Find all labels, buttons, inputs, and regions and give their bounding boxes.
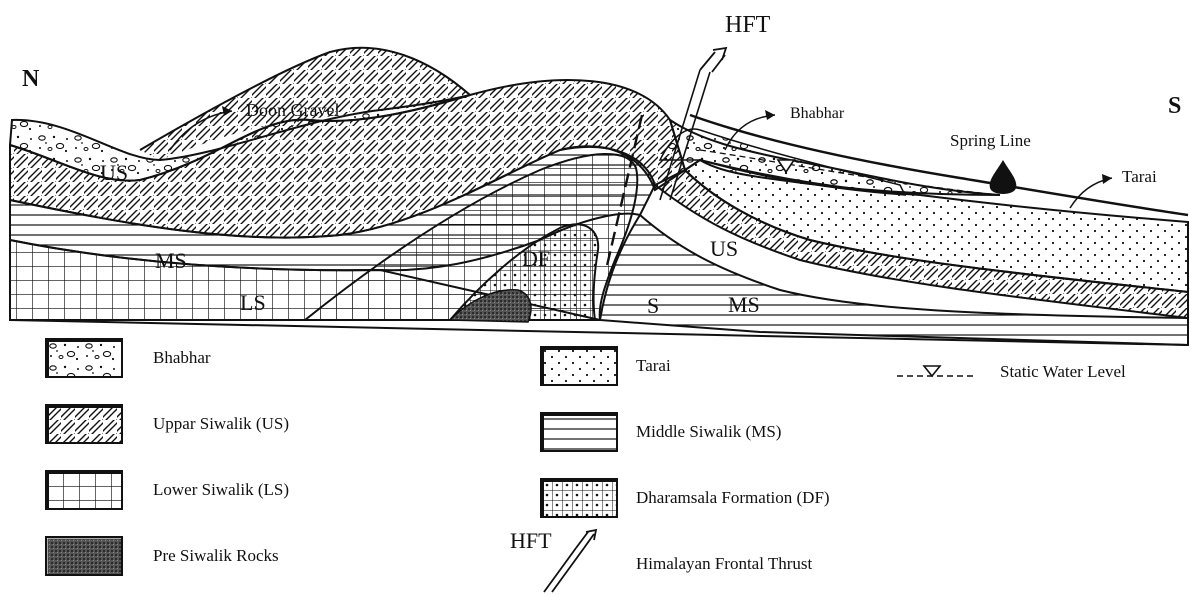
spring-line-label: Spring Line <box>950 131 1031 150</box>
hft-arrow-icon <box>700 48 726 72</box>
static-water-level-symbol <box>895 360 975 384</box>
tarai-swatch <box>540 346 618 386</box>
hft-label: HFT <box>725 12 771 38</box>
tarai-label: Tarai <box>1122 167 1157 186</box>
bhabhar-label: Bhabhar <box>790 105 845 122</box>
spring-drop-icon <box>990 160 1017 194</box>
hft-legend-arrow-icon <box>540 528 600 594</box>
lower-siwalik-swatch <box>45 470 123 510</box>
legend-label-hft: Himalayan Frontal Thrust <box>636 554 812 574</box>
legend-label-lower-siwalik: Lower Siwalik (LS) <box>153 480 289 500</box>
bhabhar-swatch <box>45 338 123 378</box>
ms-right-label: MS <box>728 292 760 317</box>
legend-label-tarai: Tarai <box>636 356 671 376</box>
us-right-label: US <box>710 236 738 261</box>
ms-left-label: MS <box>155 248 187 273</box>
south-label: S <box>1168 93 1181 119</box>
legend-label-middle-siwalik: Middle Siwalik (MS) <box>636 422 781 442</box>
s-label: S <box>647 293 659 318</box>
legend-label-pre-siwalik: Pre Siwalik Rocks <box>153 546 279 566</box>
ls-label: LS <box>240 290 266 315</box>
us-left-label: US <box>100 160 128 185</box>
doon-gravel-label: Doon Gravel <box>246 100 339 120</box>
north-label: N <box>22 66 40 92</box>
pre-siwalik-swatch <box>45 536 123 576</box>
upper-siwalik-swatch <box>45 404 123 444</box>
legend-label-static-water-level: Static Water Level <box>1000 362 1126 382</box>
legend-label-dharamsala: Dharamsala Formation (DF) <box>636 488 830 508</box>
legend-label-upper-siwalik: Uppar Siwalik (US) <box>153 414 289 434</box>
legend-label-bhabhar: Bhabhar <box>153 348 211 368</box>
middle-siwalik-swatch <box>540 412 618 452</box>
tarai-arrow <box>1070 178 1112 208</box>
bhabhar-arrowhead <box>765 110 775 120</box>
dharamsala-swatch <box>540 478 618 518</box>
tarai-arrowhead <box>1102 174 1112 184</box>
df-label: DF <box>522 246 550 271</box>
